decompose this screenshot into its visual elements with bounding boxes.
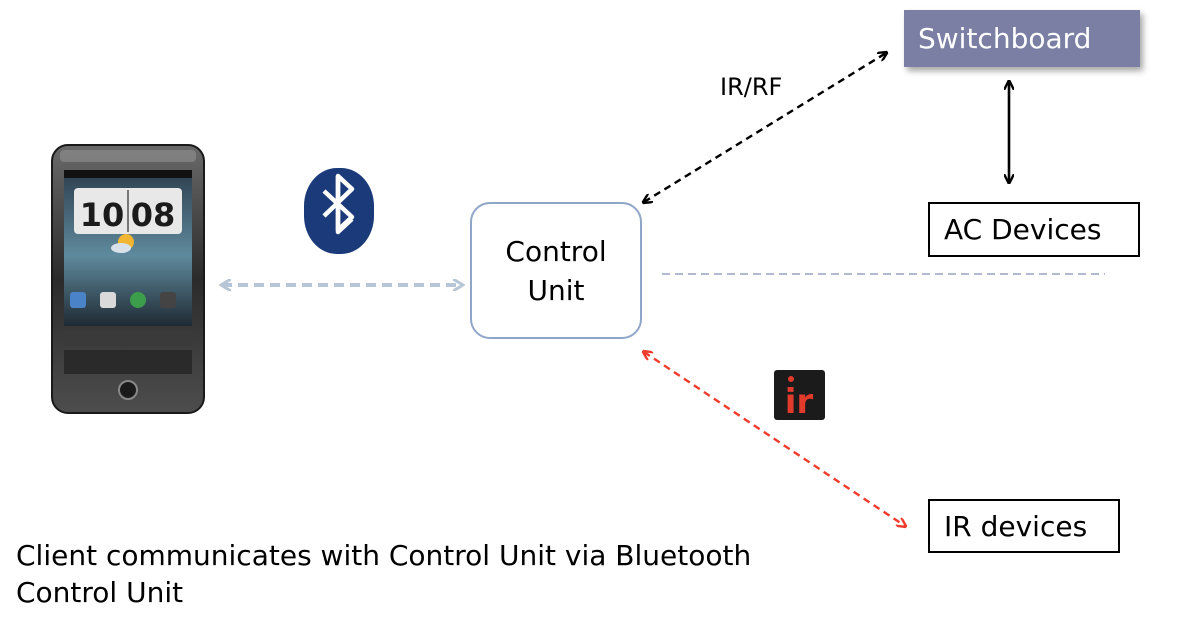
control-unit-node: Control Unit xyxy=(470,202,642,339)
phone-clock-hour: 10 xyxy=(80,196,125,234)
ir-link xyxy=(644,352,905,526)
control-unit-label-line1: Control xyxy=(505,234,607,268)
caption-line1: Client communicates with Control Unit vi… xyxy=(16,539,752,572)
ir-devices-label: IR devices xyxy=(944,509,1088,543)
caption: Client communicates with Control Unit vi… xyxy=(16,537,751,611)
bluetooth-icon xyxy=(304,168,374,254)
ir-logo-icon: ir xyxy=(774,370,825,422)
ac-devices-node: AC Devices xyxy=(928,202,1140,257)
switchboard-node: Switchboard xyxy=(904,10,1140,67)
caption-line2: Control Unit xyxy=(16,576,184,609)
control-unit-label-line2: Unit xyxy=(527,273,585,307)
phone-clock-minute: 08 xyxy=(131,196,176,234)
ir-rf-label: IR/RF xyxy=(720,73,783,101)
smartphone-icon: 10 08 xyxy=(51,144,205,414)
ir-logo-text: ir xyxy=(785,382,814,422)
switchboard-label: Switchboard xyxy=(918,22,1092,55)
ac-devices-label: AC Devices xyxy=(944,213,1102,246)
ir-devices-node: IR devices xyxy=(928,499,1120,553)
